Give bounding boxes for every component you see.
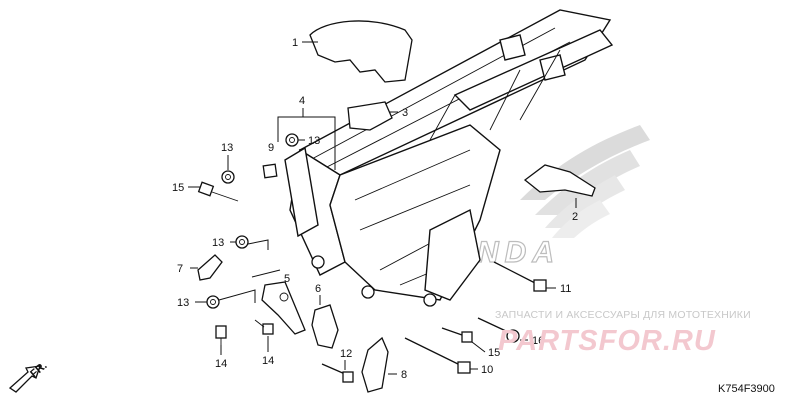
label-1: 1 [292,37,298,49]
bolt-14-b[interactable] [254,319,274,335]
label-7: 7 [177,263,183,275]
nut-13-b[interactable] [221,170,235,184]
bolt-11[interactable] [493,261,547,292]
label-16: 16 [532,335,544,347]
watermark-brand: PARTSFOR.RU [498,325,716,357]
watermark-tagline: ЗАПЧАСТИ И АКСЕССУАРЫ ДЛЯ МОТОТЕХНИКИ [495,309,751,321]
label-15b: 15 [488,347,500,359]
label-12: 12 [340,348,352,360]
front-direction-arrow: FR. [8,360,50,393]
nut-13-c[interactable] [235,235,249,249]
label-13c: 13 [212,237,224,249]
part-2-bracket[interactable] [523,164,596,197]
part-3-plate[interactable] [347,101,393,131]
diagram-code: K754F3900 [718,383,775,395]
part-7-bracket[interactable] [197,254,223,281]
bolt-10[interactable] [404,337,471,374]
label-13b: 13 [221,142,233,154]
bolt-15-upper[interactable] [197,181,239,202]
label-9: 9 [268,142,274,154]
nut-13-a[interactable] [285,133,299,147]
frame-body [284,9,614,307]
label-3: 3 [402,107,408,119]
label-8: 8 [401,369,407,381]
bolt-14-a[interactable] [215,325,227,345]
nut-13-d[interactable] [206,295,220,309]
bolt-15-lower[interactable] [441,327,473,343]
part-8-bracket[interactable] [361,336,389,393]
label-4: 4 [299,95,305,107]
label-10: 10 [481,364,493,376]
part-labels: 1 2 3 4 5 6 7 8 9 10 11 12 13 13 13 13 1… [172,37,578,381]
part-9-pad[interactable] [262,163,278,179]
label-2: 2 [572,211,578,223]
label-5: 5 [284,273,290,285]
label-13d: 13 [177,297,189,309]
part-5-bracket[interactable] [261,281,306,335]
label-11: 11 [560,283,571,295]
label-6: 6 [315,283,321,295]
bolt-12[interactable] [321,363,354,383]
label-14a: 14 [215,358,227,370]
label-15a: 15 [172,182,184,194]
nut-16[interactable] [477,317,520,343]
leader-lines [188,41,577,375]
label-14b: 14 [262,355,274,367]
part-1-cover[interactable] [309,20,413,83]
part-6-bracket[interactable] [311,304,339,349]
label-13a: 13 [308,135,320,147]
